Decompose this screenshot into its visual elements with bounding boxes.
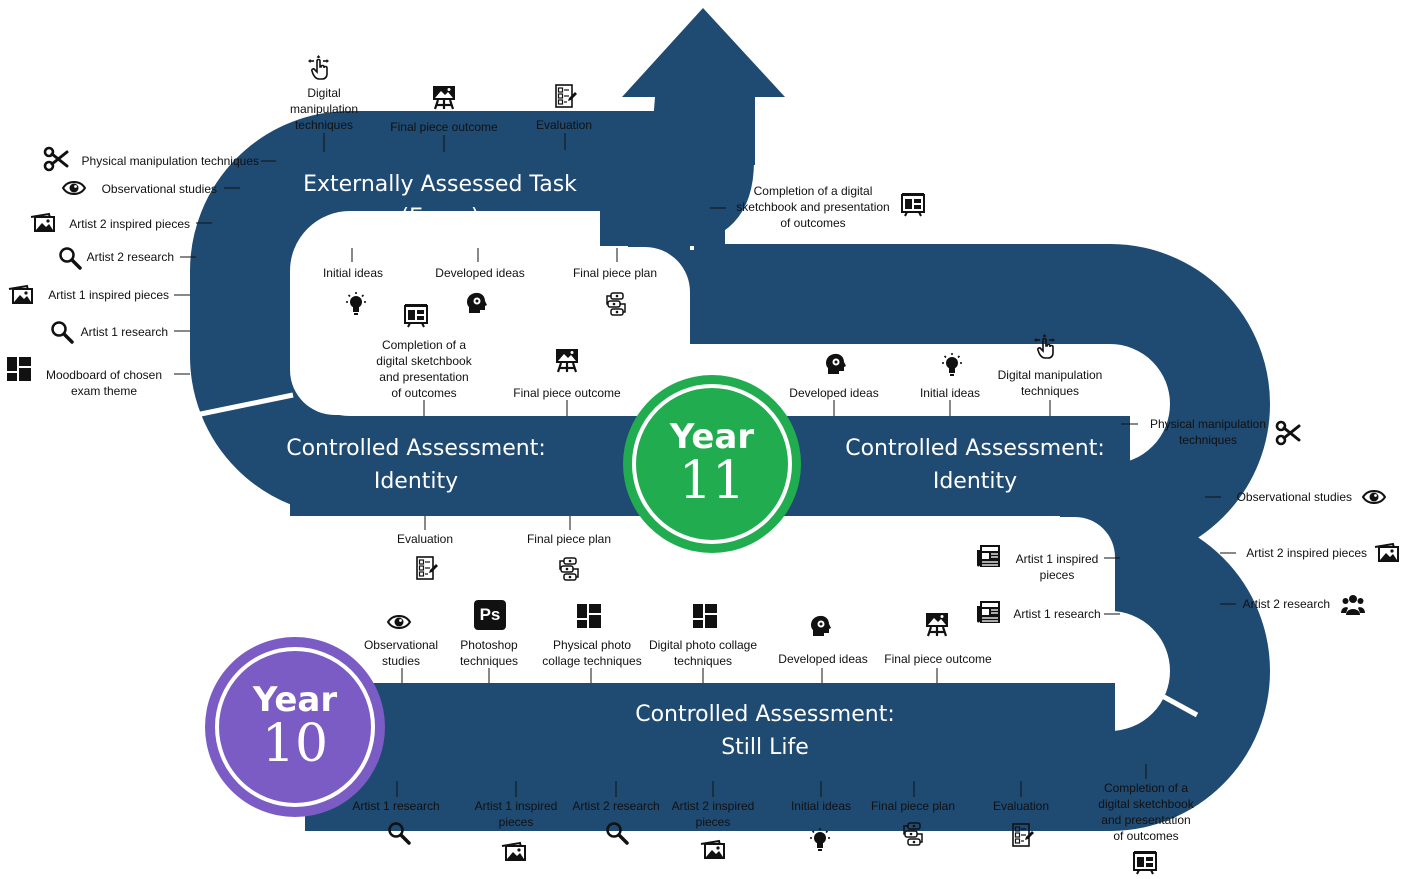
label-evaluation-mid: Evaluation [396, 532, 454, 546]
band-exam-line1: Externally Assessed Task [303, 172, 577, 197]
label-initial-ideas-exam: Initial ideas [322, 266, 384, 280]
year-10-badge: Year 10 [205, 637, 385, 817]
label-developed-ideas-exam: Developed ideas [435, 266, 525, 280]
label-evaluation-y10: Evaluation [992, 799, 1050, 813]
label-artist1-research-inner: Artist 1 research [1013, 607, 1101, 621]
road-path [190, 111, 1270, 831]
label-evaluation-top: Evaluation [535, 118, 593, 132]
label-final-piece-outcome-y10: Final piece outcome [884, 652, 992, 666]
band-exam-title: Externally Assessed Task (Exam) [290, 168, 590, 234]
label-initial-ideas-y10: Initial ideas [790, 799, 852, 813]
checklist-icon [555, 84, 578, 108]
year-10-word: Year [252, 680, 338, 720]
band-identity-right-title: Controlled Assessment: Identity [825, 432, 1125, 498]
label-artist2-research-left: Artist 2 research [86, 250, 174, 264]
newspaper-icon [976, 600, 1001, 624]
head-idea-icon [826, 353, 846, 374]
band-identity-right-line1: Controlled Assessment: [845, 436, 1105, 461]
label-final-piece-plan-y10: Final piece plan [870, 799, 956, 813]
year-11-badge: Year 11 [623, 375, 801, 553]
label-artist2-inspired-right: Artist 2 inspired pieces [1246, 546, 1367, 560]
people-icon [1341, 595, 1365, 615]
picture-icon [501, 842, 527, 862]
label-artist2-research-y10: Artist 2 research [572, 799, 660, 813]
separator-left [195, 392, 294, 418]
label-artist1-inspired-left: Artist 1 inspired pieces [48, 288, 169, 302]
scissors-icon [1275, 420, 1301, 446]
year-11-number: 11 [678, 451, 746, 511]
plan-flow-icon [903, 822, 923, 846]
band-identity-right-line2: Identity [932, 469, 1018, 494]
label-artist2-research-right: Artist 2 research [1242, 597, 1330, 611]
picture-icon [1374, 543, 1400, 563]
label-final-piece-outcome-mid: Final piece outcome [513, 386, 621, 400]
band-exam-line2: (Exam) [400, 205, 480, 230]
label-developed-ideas-mid: Developed ideas [789, 386, 879, 400]
band-still-life-line2: Still Life [721, 735, 809, 760]
year-11-word: Year [669, 417, 755, 457]
moodboard-icon [577, 604, 601, 628]
band-still-life-line1: Controlled Assessment: [635, 702, 895, 727]
photoshop-icon: Ps [474, 600, 506, 630]
lightbulb-icon [941, 352, 963, 377]
easel-icon [554, 347, 580, 374]
label-artist1-research-y10: Artist 1 research [352, 799, 440, 813]
easel-icon [431, 84, 457, 111]
moodboard-icon [693, 604, 717, 628]
year-10-number: 10 [261, 714, 329, 774]
label-final-piece-plan-exam: Final piece plan [572, 266, 658, 280]
hand-gesture-icon [307, 54, 330, 80]
moodboard-icon [7, 357, 31, 381]
label-artist1-research-left: Artist 1 research [80, 325, 168, 339]
label-observational-left: Observational studies [101, 182, 217, 196]
presentation-board-icon [901, 192, 925, 217]
label-initial-ideas-mid: Initial ideas [919, 386, 981, 400]
picture-icon [700, 840, 726, 860]
separator-right [1111, 666, 1199, 718]
band-identity-left-title: Controlled Assessment: Identity [266, 432, 566, 498]
label-developed-ideas-y10: Developed ideas [778, 652, 868, 666]
newspaper-icon [976, 544, 1001, 568]
lightbulb-icon [809, 827, 831, 852]
label-observational-right: Observational studies [1236, 490, 1352, 504]
presentation-board-icon [1133, 850, 1157, 875]
label-physical-manipulation-left: Physical manipulation techniques [81, 154, 259, 168]
band-identity-left-line2: Identity [373, 469, 459, 494]
label-artist2-inspired-left: Artist 2 inspired pieces [69, 217, 190, 231]
label-final-piece-plan-mid: Final piece plan [526, 532, 612, 546]
label-final-piece-outcome-top: Final piece outcome [390, 120, 498, 134]
tick-lines [174, 133, 1236, 797]
easel-icon [924, 611, 950, 638]
eye-icon [1362, 490, 1386, 504]
band-identity-left-line1: Controlled Assessment: [286, 436, 546, 461]
band-still-life-title: Controlled Assessment: Still Life [615, 698, 915, 764]
